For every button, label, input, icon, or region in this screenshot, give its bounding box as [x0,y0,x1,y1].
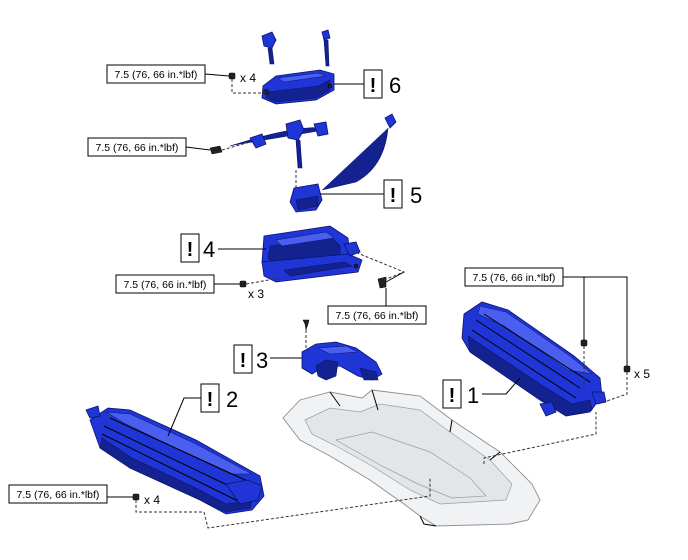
caution-mark: ! [449,385,456,407]
torque-label: 7.5 (76, 66 in.*lbf) [115,69,198,81]
caution-mark: ! [240,350,247,372]
torque-box-part-4-left: 7.5 (76, 66 in.*lbf) [115,274,215,294]
callout-number: 4 [203,237,215,262]
torque-leaders [107,73,628,498]
callout-number: 3 [256,348,268,373]
torque-box-part-6: 7.5 (76, 66 in.*lbf) [106,64,206,84]
caution-mark: ! [207,389,214,411]
bolt-part-2 [132,493,140,501]
torque-label: 7.5 (76, 66 in.*lbf) [96,142,179,154]
bolt-part-4-left [239,280,247,288]
caution-mark: ! [370,75,377,97]
caution-mark: ! [187,239,194,261]
torque-box-part-2: 7.5 (76, 66 in.*lbf) [8,484,108,504]
callout-5: ! 5 [320,179,422,209]
bolt-part-1-a [580,339,588,347]
callout-3: ! 3 [233,344,302,374]
bolt-part-6 [228,72,236,80]
part-5-assembly [229,113,397,213]
part-2-battery-module [85,405,265,515]
bolt-part-5 [209,145,223,155]
battery-tray [282,389,541,527]
callout-6: ! 6 [334,69,401,99]
callout-number: 2 [226,387,238,412]
qty-x5-part-1: x 5 [634,367,650,381]
part-3-duct [301,319,383,381]
torque-box-part-4-right: 7.5 (76, 66 in.*lbf) [327,305,427,325]
callout-number: 6 [389,73,401,98]
part-6-assembly [261,29,335,105]
torque-label: 7.5 (76, 66 in.*lbf) [473,272,556,284]
callout-number: 5 [410,183,422,208]
callout-4: ! 4 [180,233,266,263]
torque-label: 7.5 (76, 66 in.*lbf) [124,279,207,291]
bolt-part-1-b [623,365,631,373]
qty-x4-part-6: x 4 [240,71,256,85]
part-1-battery-module [461,301,607,417]
caution-mark: ! [390,185,397,207]
torque-box-part-5: 7.5 (76, 66 in.*lbf) [87,137,187,157]
callout-2: ! 2 [167,383,238,437]
qty-x3-part-4: x 3 [248,287,264,301]
torque-box-part-1: 7.5 (76, 66 in.*lbf) [464,267,564,287]
bolt-part-4-right [377,276,387,289]
callout-1: ! 1 [442,377,521,409]
torque-label: 7.5 (76, 66 in.*lbf) [17,489,100,501]
dashed-lines [135,79,628,529]
qty-x4-part-2: x 4 [144,493,160,507]
torque-label: 7.5 (76, 66 in.*lbf) [336,310,419,322]
part-4-assembly [261,225,363,283]
callout-number: 1 [467,383,479,408]
